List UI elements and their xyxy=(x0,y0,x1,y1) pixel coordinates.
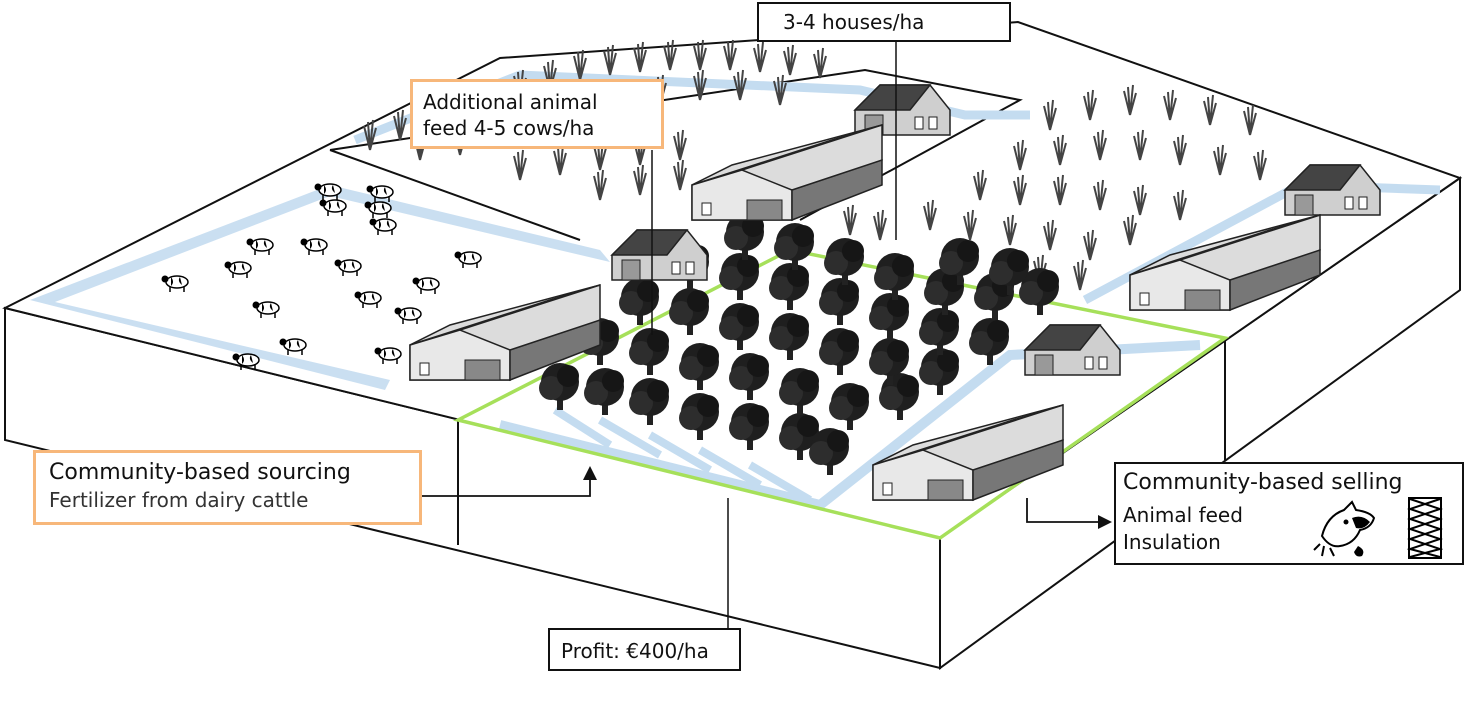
selling-arrowhead xyxy=(1098,515,1112,529)
insulation-icon xyxy=(1407,497,1443,559)
community-sourcing-subtitle: Fertilizer from dairy cattle xyxy=(49,488,309,512)
community-selling-title: Community-based selling xyxy=(1123,470,1403,495)
selling-item-insulation: Insulation xyxy=(1123,530,1221,554)
community-sourcing-box: Community-based sourcing Fertilizer from… xyxy=(33,450,422,525)
profit-text: Profit: €400/ha xyxy=(561,639,709,663)
community-sourcing-title: Community-based sourcing xyxy=(49,460,351,485)
cow-icon xyxy=(1313,500,1376,557)
sourcing-arrowhead xyxy=(583,466,597,480)
community-selling-box: Community-based selling Animal feed Insu… xyxy=(1114,462,1464,565)
selling-arrow xyxy=(1026,498,1100,523)
field-boundary xyxy=(329,149,581,241)
houses-label: 3-4 houses/ha xyxy=(757,2,1011,42)
animal-feed-line2: feed 4-5 cows/ha xyxy=(423,116,595,140)
profit-label: Profit: €400/ha xyxy=(548,628,741,671)
animal-feed-line1: Additional animal xyxy=(423,90,598,114)
houses-text: 3-4 houses/ha xyxy=(783,10,925,34)
ditch-rows xyxy=(552,406,813,504)
animal-feed-label: Additional animal feed 4-5 cows/ha xyxy=(410,79,664,149)
sourcing-arrow xyxy=(420,478,591,497)
selling-item-animal-feed: Animal feed xyxy=(1123,503,1243,527)
